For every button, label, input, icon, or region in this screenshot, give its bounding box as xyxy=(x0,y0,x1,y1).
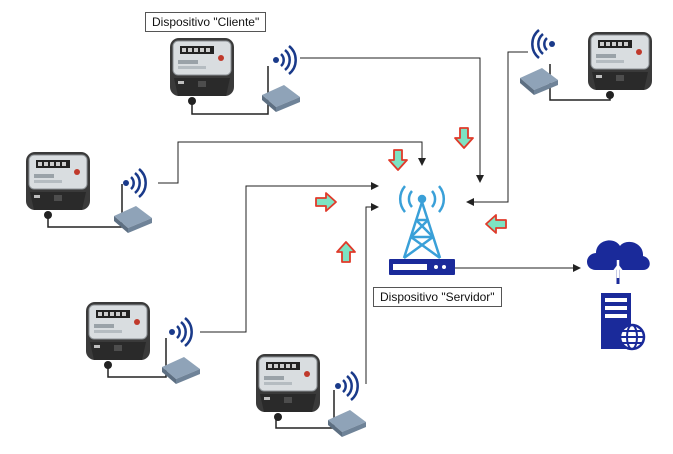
client-device-1 xyxy=(169,37,300,115)
wifi-signal-icon xyxy=(531,28,557,60)
line-client-2 xyxy=(158,141,426,184)
cloud-server xyxy=(587,240,650,351)
data-flow-arrow-icon xyxy=(454,127,474,149)
electricity-meter-icon xyxy=(255,353,321,422)
electricity-meter-icon xyxy=(169,37,235,106)
server-device-label: Dispositivo "Servidor" xyxy=(373,287,502,307)
data-flow-arrows xyxy=(315,127,507,263)
wifi-signal-icon xyxy=(121,167,147,199)
electricity-meter-icon xyxy=(85,301,151,370)
wifi-signal-icon xyxy=(167,316,193,348)
line-client-5 xyxy=(466,51,528,206)
antenna-tower-icon xyxy=(398,185,446,260)
wireless-modem-icon xyxy=(114,206,152,233)
client-device-3 xyxy=(85,301,200,384)
connection-lines xyxy=(158,51,581,384)
data-flow-arrow-icon xyxy=(485,214,507,234)
wifi-signal-icon xyxy=(271,44,297,76)
server-rack-icon xyxy=(389,259,455,275)
wireless-modem-icon xyxy=(162,357,200,384)
data-flow-arrow-icon xyxy=(336,241,356,263)
line-client-3 xyxy=(200,182,379,333)
server-device xyxy=(389,185,455,275)
globe-icon xyxy=(618,323,646,351)
wifi-signal-icon xyxy=(333,370,359,402)
electricity-meter-icon xyxy=(587,31,653,100)
client-device-4 xyxy=(255,353,366,437)
line-client-1 xyxy=(300,57,484,183)
client-device-5 xyxy=(520,28,653,101)
client-device-2 xyxy=(25,151,152,233)
data-flow-arrow-icon xyxy=(388,149,408,171)
client-device-label: Dispositivo "Cliente" xyxy=(145,12,267,32)
electricity-meter-icon xyxy=(25,151,91,220)
line-client-4 xyxy=(365,203,379,384)
cloud-upload-icon xyxy=(587,240,650,284)
wireless-modem-icon xyxy=(520,68,558,95)
data-flow-arrow-icon xyxy=(315,192,337,212)
